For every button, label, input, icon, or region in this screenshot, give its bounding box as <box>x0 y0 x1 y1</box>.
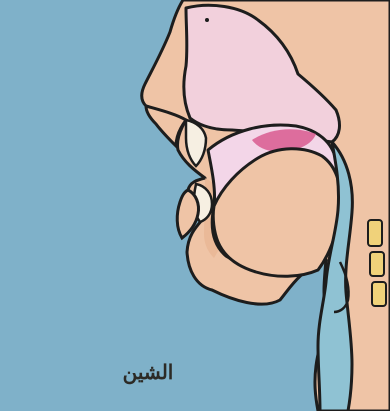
caption-label: الشين <box>108 360 188 384</box>
eye <box>205 18 209 22</box>
